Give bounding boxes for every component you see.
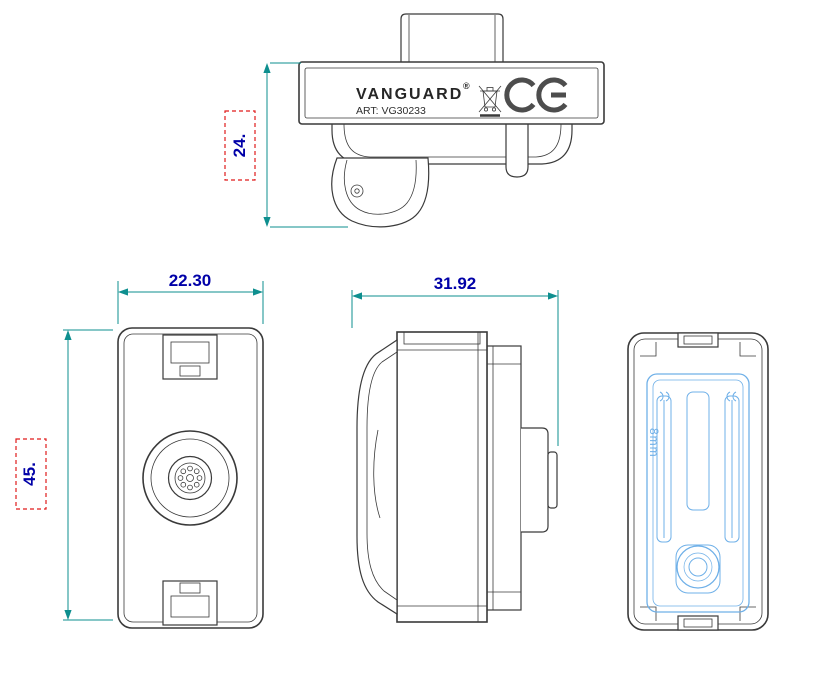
snout-detail-dot [354,188,360,194]
side-bulge-detail-arc [373,429,381,519]
dimension-front-height: 45. [15,329,113,621]
rear-bottom-clip [677,615,719,631]
dim-arrow-right [548,292,558,300]
brand-logo: VANGUARD [356,86,463,103]
dim-arrow-down [263,217,271,227]
dim-arrow-right [253,288,263,296]
side-front-bulge-inner [366,351,398,601]
rear-corner-detail [739,606,756,621]
dim-arrow-left [118,288,128,296]
dimension-highlight-box [15,438,47,510]
side-cylinder [521,427,549,533]
buzzer-ring-3 [167,455,213,501]
dimension-label-front-height: 45. [20,462,39,486]
dim-arrow-down [64,610,72,620]
dim-arrow-left [352,292,362,300]
buzzer-ring-2 [150,438,230,518]
ce-mark-icon [504,77,568,113]
snout-detail-circle [350,184,364,198]
side-top-clip [403,331,481,345]
face-plate-inner [304,67,599,119]
side-cylinder-nub [547,451,558,509]
rear-view: 8mm [627,332,769,631]
dimension-label-front-width: 22.30 [169,271,212,290]
rear-corner-detail [640,342,657,357]
article-number: ART: VG30233 [356,105,426,117]
side-view [356,331,558,623]
buzzer-snout-inner [343,159,417,215]
dimension-label-side-depth: 31.92 [434,274,477,293]
front-view [117,327,264,629]
front-bottom-clip-detail [179,582,201,594]
dimension-label-top-height: 24. [230,134,249,158]
front-bottom-clip [162,580,218,626]
buzzer-grille [177,465,203,491]
registered-mark: ® [463,81,470,91]
buzzer-outer-ring [142,430,238,526]
latch-tab [505,124,529,178]
dim-arrow-up [263,63,271,73]
rear-corner-detail [739,342,756,357]
front-bottom-clip-inner [170,595,210,618]
side-rear-box [486,345,522,611]
front-top-clip-inner [170,341,210,364]
dimension-highlight-box [224,110,256,181]
top-view: VANGUARD ® ART: VG30233 [298,13,605,228]
side-front-bulge [356,338,398,616]
weee-icon [478,85,502,117]
front-top-clip-detail [179,365,201,377]
dimension-top-height: 24. [224,62,348,228]
buzzer-snout-outline [331,157,430,228]
dim-arrow-up [64,330,72,340]
rear-internal-details [646,373,750,613]
rear-corner-detail [640,606,657,621]
rear-top-clip [677,332,719,348]
top-tab-outline [400,13,504,62]
rear-marking-text: 8mm [647,428,661,458]
side-main-plate [396,331,488,623]
body-inner-line [343,123,562,158]
front-body-outline [117,327,264,629]
buzzer-ring-4 [174,462,206,494]
dimension-side-depth: 31.92 [351,274,559,446]
dimension-front-width: 22.30 [117,271,264,324]
